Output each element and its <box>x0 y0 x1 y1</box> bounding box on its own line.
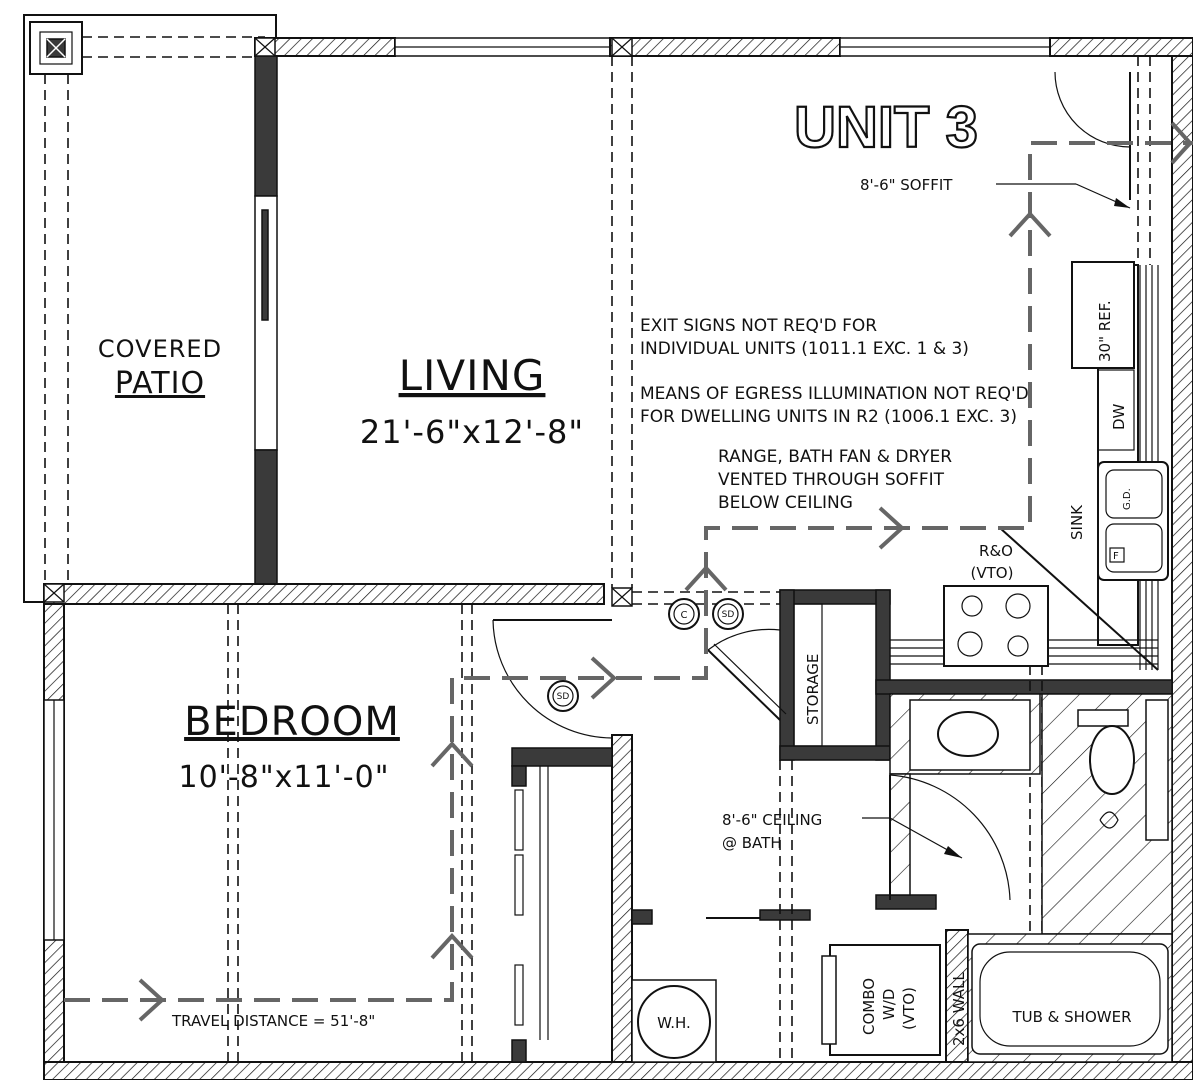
refrigerator-label: 30" REF. <box>1096 300 1114 362</box>
water-heater-label: W.H. <box>657 1014 691 1032</box>
kitchen: 30" REF. DW G.D. F SINK R&O (VTO) <box>890 71 1169 671</box>
smoke-detector-bedroom: SD <box>547 680 579 712</box>
patio-column <box>29 21 83 75</box>
refrigerator <box>1071 261 1135 369</box>
co-detector: C <box>668 598 700 630</box>
bedroom-door <box>492 619 613 739</box>
interior-walls <box>511 589 1173 1063</box>
living-size: 21'-6"x12'-8" <box>360 413 584 451</box>
washer-dryer-label-1: COMBO <box>860 978 878 1035</box>
unit-title: UNIT 3 <box>794 95 978 160</box>
dishwasher-label: DW <box>1110 403 1128 430</box>
range-label: R&O <box>979 542 1013 560</box>
vent-note-2: VENTED THROUGH SOFFIT <box>718 470 945 490</box>
egress-note-1: MEANS OF EGRESS ILLUMINATION NOT REQ'D <box>640 384 1029 404</box>
wall-2x6-label: 2x6 WALL <box>950 972 968 1046</box>
bedroom-label: BEDROOM <box>184 699 400 745</box>
bedroom-size: 10'-8"x11'-0" <box>178 760 389 795</box>
water-heater: W.H. <box>631 979 717 1063</box>
storage: STORAGE <box>707 603 823 747</box>
patio-label-2: PATIO <box>115 366 205 401</box>
toilet <box>1089 725 1135 795</box>
bath-door-swing <box>889 774 1011 901</box>
sink-label: SINK <box>1068 504 1086 540</box>
egress-note-2: FOR DWELLING UNITS IN R2 (1006.1 EXC. 3) <box>640 407 1017 427</box>
garbage-disposal-label: G.D. <box>1122 488 1133 510</box>
vent-note-1: RANGE, BATH FAN & DRYER <box>718 447 952 467</box>
vent-note-3: BELOW CEILING <box>718 493 853 513</box>
entry-door-swing <box>1054 71 1131 148</box>
labels: UNIT 3 COVERED PATIO LIVING 21'-6"x12'-8… <box>98 94 1029 1030</box>
svg-text:C: C <box>681 610 688 621</box>
washer-dryer-label-2: W/D <box>880 989 898 1020</box>
washer-dryer-label-3: (VTO) <box>900 987 918 1030</box>
bath-ceiling-note-2: @ BATH <box>722 834 782 852</box>
tub <box>971 943 1169 1055</box>
svg-text:SD: SD <box>557 692 570 702</box>
range-vto-label: (VTO) <box>971 564 1014 582</box>
smoke-detector-hall: SD <box>712 598 744 630</box>
covered-patio <box>23 14 277 603</box>
leader-lines <box>862 183 1131 859</box>
dishwasher <box>1097 369 1135 451</box>
exit-signs-note-2: INDIVIDUAL UNITS (1011.1 EXC. 1 & 3) <box>640 339 969 359</box>
bath-ceiling-note-1: 8'-6" CEILING <box>722 811 822 829</box>
soffit-lines <box>227 56 1151 1062</box>
storage-label: STORAGE <box>804 654 822 725</box>
tub-label: TUB & SHOWER <box>1011 1008 1131 1026</box>
exterior-walls <box>43 37 1193 1080</box>
svg-text:SD: SD <box>722 610 735 620</box>
patio-label-1: COVERED <box>98 335 222 363</box>
fixture-f-label: F <box>1113 551 1119 562</box>
travel-distance-note: TRAVEL DISTANCE = 51'-8" <box>171 1012 375 1030</box>
bathroom: TUB & SHOWER 2x6 WALL COMBO W/D (VTO) <box>821 693 1173 1063</box>
range <box>943 585 1049 667</box>
exit-signs-note-1: EXIT SIGNS NOT REQ'D FOR <box>640 316 877 336</box>
sink <box>1097 461 1169 581</box>
soffit-note: 8'-6" SOFFIT <box>860 176 953 194</box>
vanity-sink <box>937 711 999 757</box>
detectors: C SD SD <box>547 598 744 712</box>
living-label: LIVING <box>399 351 546 400</box>
egress-path <box>64 121 1193 1022</box>
